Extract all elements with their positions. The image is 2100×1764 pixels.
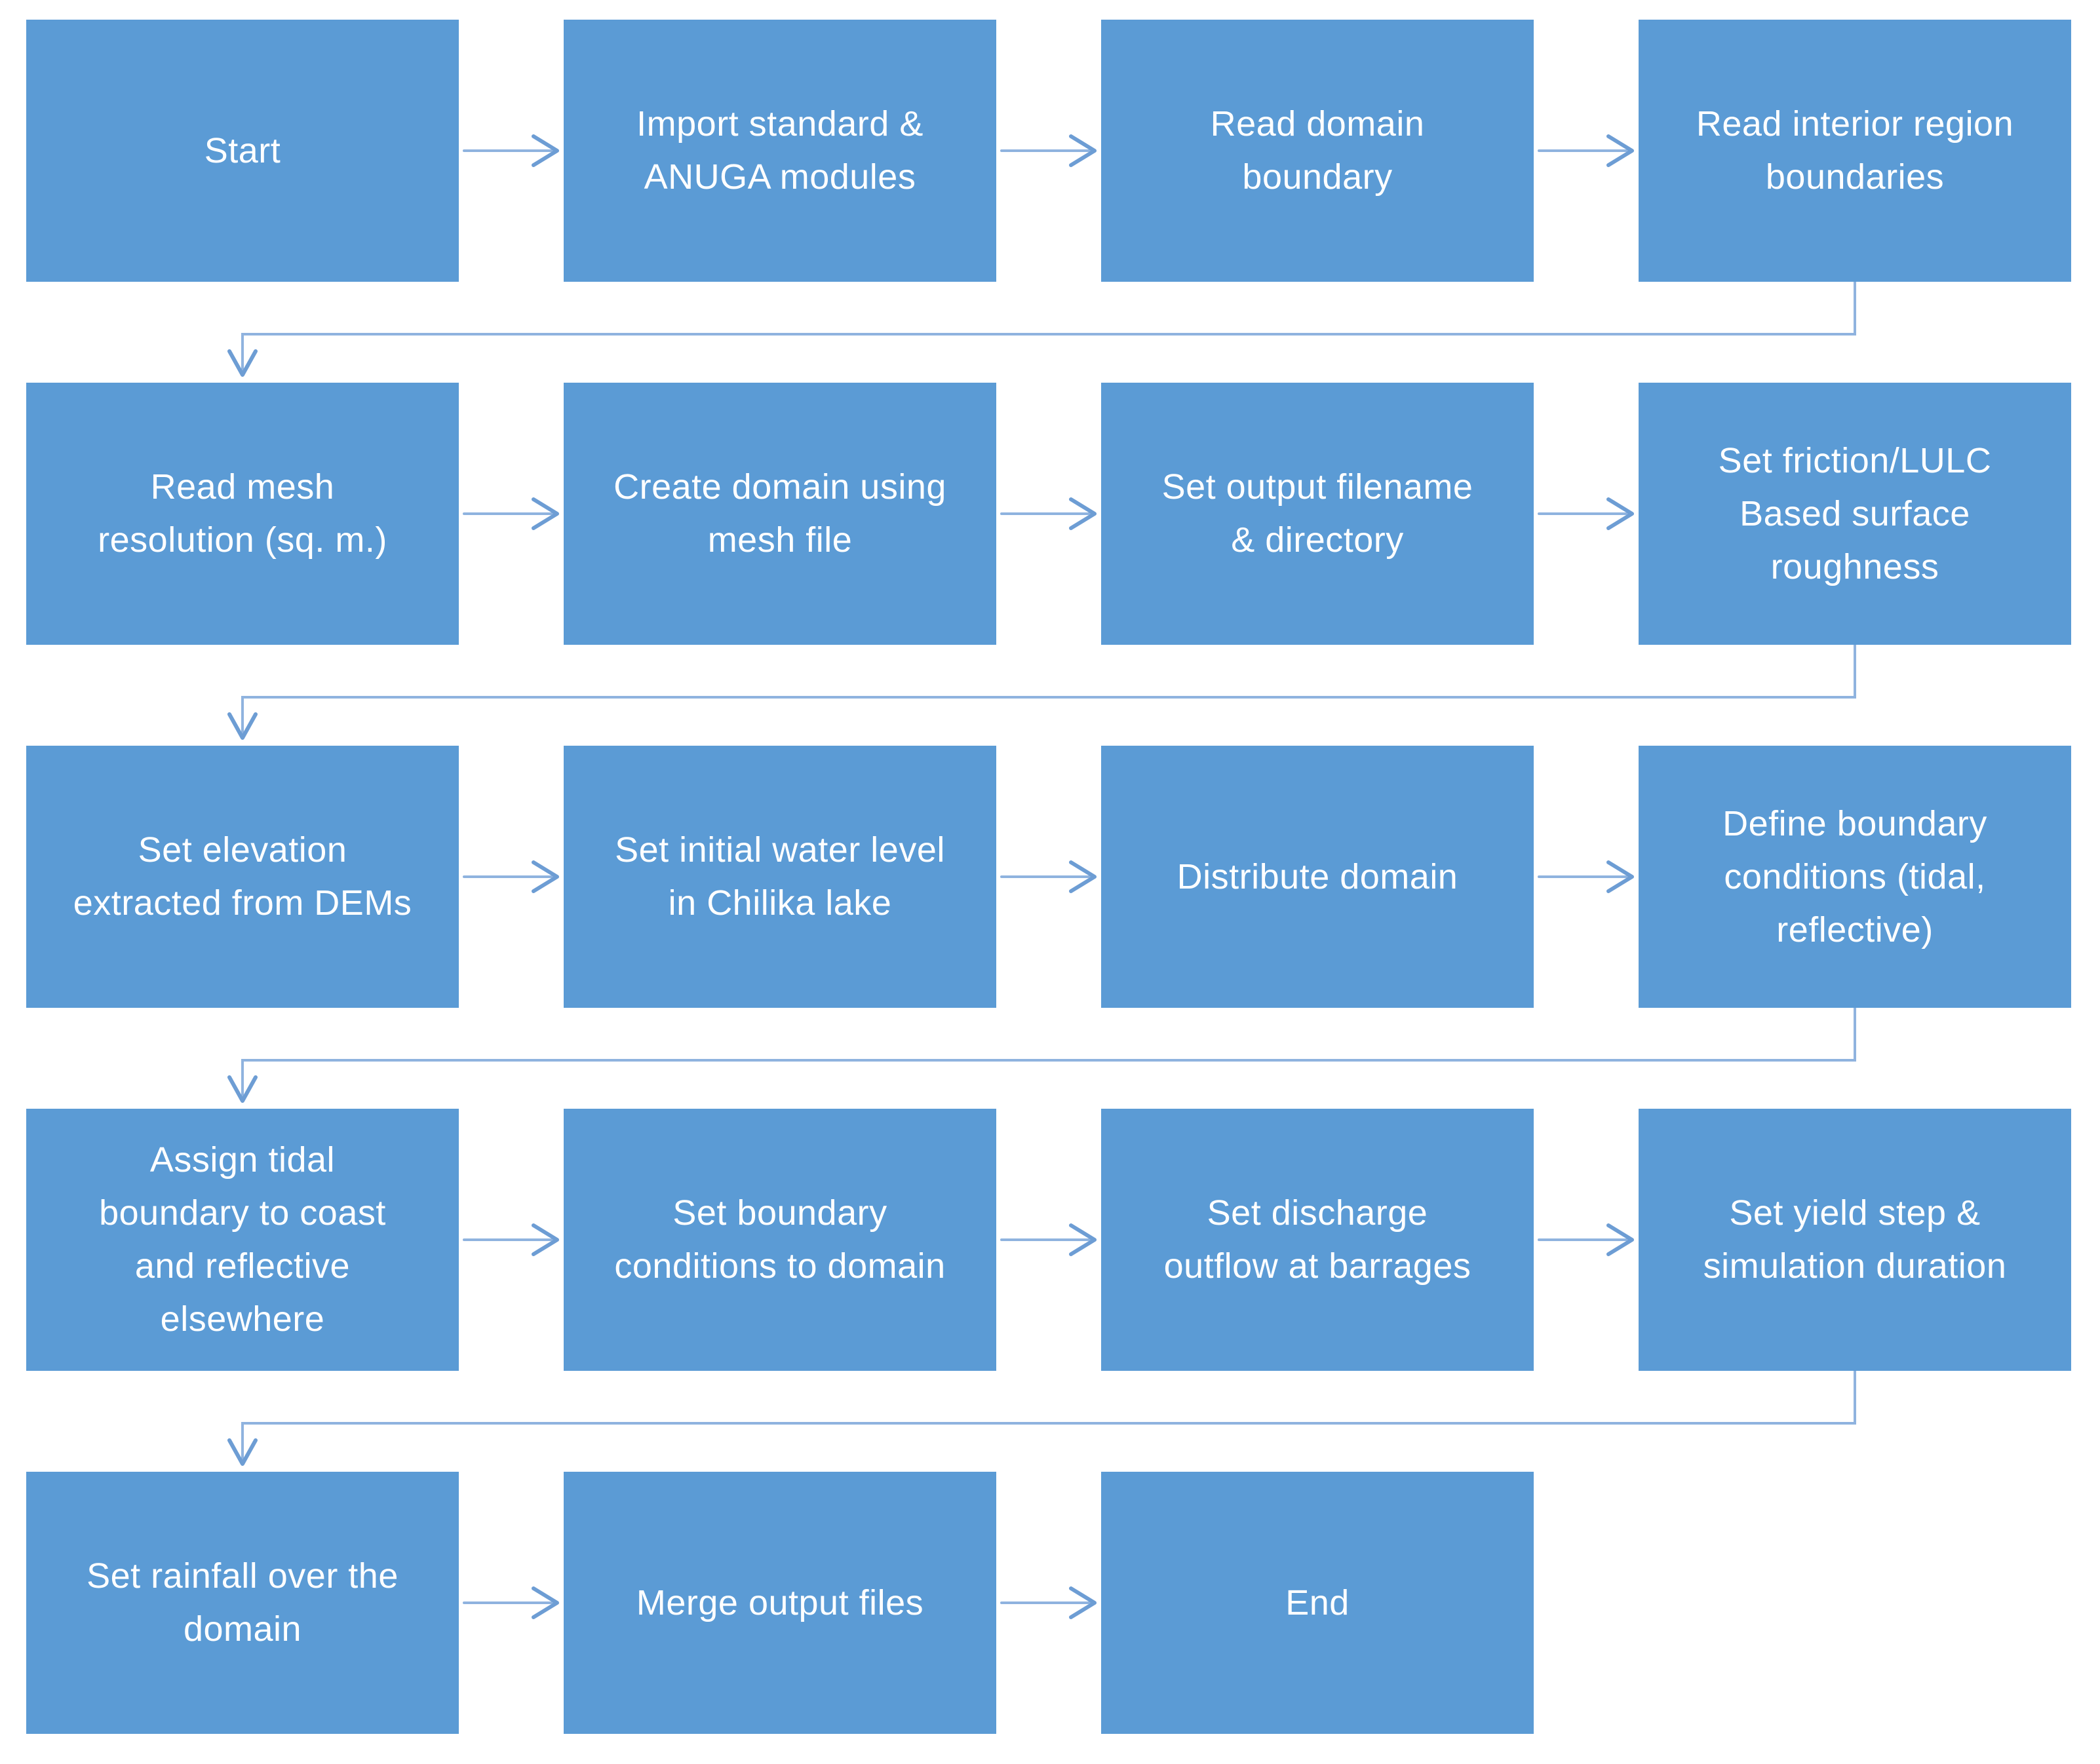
flow-node-set-initial-water-level: Set initial water level in Chilika lake [564, 746, 996, 1008]
flow-node-set-boundary-conditions: Set boundary conditions to domain [564, 1109, 996, 1371]
connector-assign-tidal-boundary-set-boundary-conditions [463, 1223, 559, 1256]
connector-read-interior-boundaries-read-mesh-resolution [227, 280, 1856, 377]
connector-set-friction-set-elevation [227, 643, 1856, 740]
connector-define-boundary-conditions-assign-tidal-boundary [227, 1007, 1856, 1103]
connector-merge-output-files-end [1000, 1586, 1097, 1619]
flow-node-set-rainfall: Set rainfall over the domain [26, 1472, 459, 1734]
flow-node-read-mesh-resolution: Read mesh resolution (sq. m.) [26, 383, 459, 645]
connector-distribute-domain-define-boundary-conditions [1538, 860, 1634, 893]
flow-node-set-output-filename: Set output filename & directory [1101, 383, 1534, 645]
flow-node-read-interior-boundaries: Read interior region boundaries [1639, 20, 2071, 282]
connector-set-boundary-conditions-set-discharge-outflow [1000, 1223, 1097, 1256]
flow-node-define-boundary-conditions: Define boundary conditions (tidal, refle… [1639, 746, 2071, 1008]
connector-set-elevation-set-initial-water-level [463, 860, 559, 893]
flow-node-end: End [1101, 1472, 1534, 1734]
connector-read-mesh-resolution-create-domain [463, 497, 559, 530]
connector-set-discharge-outflow-set-yield-step [1538, 1223, 1634, 1256]
flow-node-create-domain: Create domain using mesh file [564, 383, 996, 645]
connector-import-modules-read-domain-boundary [1000, 134, 1097, 167]
flow-node-start: Start [26, 20, 459, 282]
flow-node-read-domain-boundary: Read domain boundary [1101, 20, 1534, 282]
connector-set-initial-water-level-distribute-domain [1000, 860, 1097, 893]
connector-set-yield-step-set-rainfall [227, 1370, 1856, 1466]
flow-node-set-yield-step: Set yield step & simulation duration [1639, 1109, 2071, 1371]
flow-node-import-modules: Import standard & ANUGA modules [564, 20, 996, 282]
flow-node-distribute-domain: Distribute domain [1101, 746, 1534, 1008]
connector-set-rainfall-merge-output-files [463, 1586, 559, 1619]
flow-node-assign-tidal-boundary: Assign tidal boundary to coast and refle… [26, 1109, 459, 1371]
connector-set-output-filename-set-friction [1538, 497, 1634, 530]
flow-node-merge-output-files: Merge output files [564, 1472, 996, 1734]
connector-start-import-modules [463, 134, 559, 167]
flow-node-set-discharge-outflow: Set discharge outflow at barrages [1101, 1109, 1534, 1371]
flow-node-set-friction: Set friction/LULC Based surface roughnes… [1639, 383, 2071, 645]
connector-create-domain-set-output-filename [1000, 497, 1097, 530]
flow-node-set-elevation: Set elevation extracted from DEMs [26, 746, 459, 1008]
connector-read-domain-boundary-read-interior-boundaries [1538, 134, 1634, 167]
